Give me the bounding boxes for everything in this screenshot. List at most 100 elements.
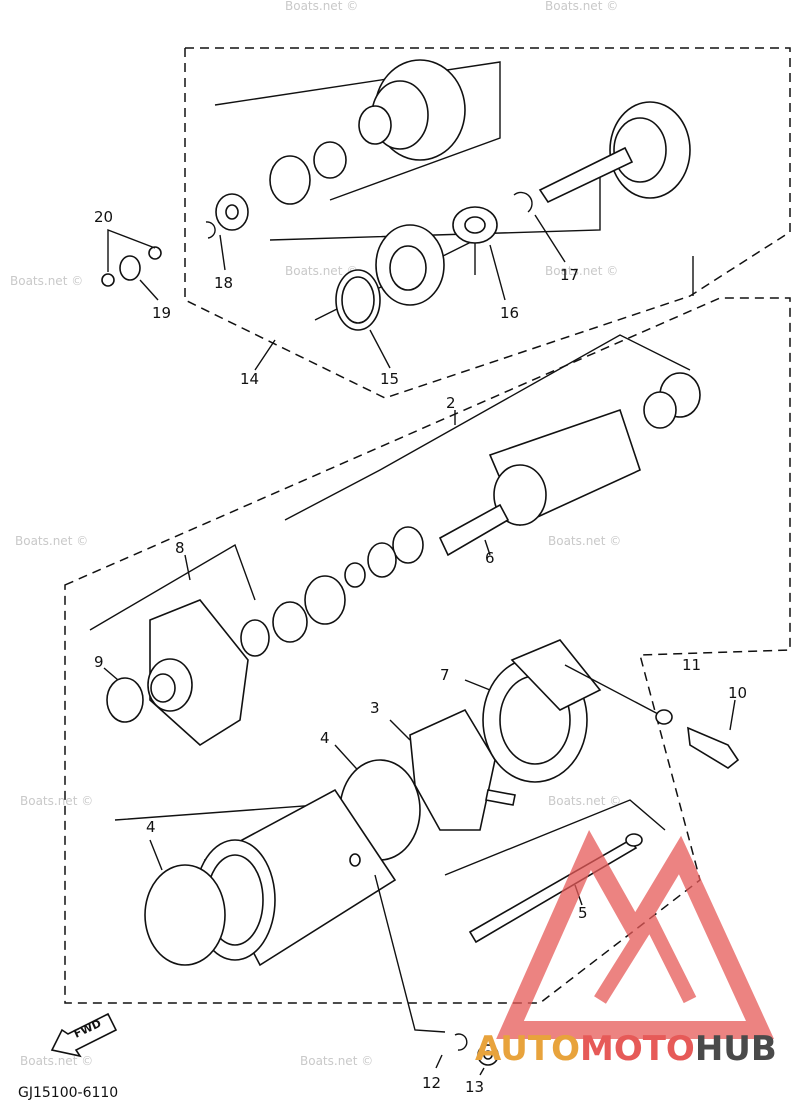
watermark-text: Boats.net © — [285, 0, 358, 13]
armature-assembly — [240, 334, 701, 657]
rear-cover-assembly — [389, 639, 740, 831]
o-ring-4-front — [144, 864, 226, 966]
callout-19: 19 — [152, 304, 171, 322]
brand-mark-icon — [496, 829, 775, 1039]
bearing-plate — [304, 575, 346, 625]
clutch-assembly — [101, 59, 691, 371]
brand-text: AUTOMOTOHUB — [475, 1029, 777, 1069]
leader-line — [269, 175, 601, 241]
watermark-text: Boats.net © — [20, 794, 93, 808]
armature-face — [493, 464, 547, 526]
callout-17: 17 — [560, 266, 579, 284]
leader-7 — [464, 679, 491, 691]
watermark-text: Boats.net © — [285, 264, 358, 278]
leader-14 — [254, 339, 276, 371]
rear-cover-ear — [510, 639, 602, 711]
armature-shaft — [438, 503, 510, 557]
forward-indicator: FWD — [50, 1012, 118, 1058]
yoke-hole — [349, 853, 361, 867]
watermark-text: Boats.net © — [15, 534, 88, 548]
front-cover — [89, 543, 256, 746]
leader-10 — [729, 699, 736, 731]
leader-3 — [389, 719, 411, 741]
washer-upper-2 — [643, 391, 677, 429]
callout-11: 11 — [682, 656, 701, 674]
brand-part-hub: HUB — [695, 1029, 777, 1069]
callout-6: 6 — [485, 549, 495, 567]
washer-11 — [655, 709, 673, 725]
callout-labels: 2 3 4 4 5 6 7 8 9 10 11 12 13 14 15 16 1… — [94, 208, 747, 1096]
washer-c — [344, 562, 366, 588]
leader-12b — [435, 1054, 443, 1069]
watermark-text: Boats.net © — [10, 274, 83, 288]
collar — [269, 155, 311, 205]
front-cover-hole — [150, 673, 176, 703]
callout-5: 5 — [578, 904, 588, 922]
callout-15: 15 — [380, 370, 399, 388]
callout-14: 14 — [240, 370, 259, 388]
watermark-text: Boats.net © — [545, 0, 618, 13]
watermark-text: Boats.net © — [548, 794, 621, 808]
through-bolt-head — [625, 833, 643, 847]
leader-17 — [534, 214, 566, 263]
leader-18 — [219, 234, 226, 271]
fwd-arrow-icon — [50, 1012, 118, 1058]
washer-a — [392, 526, 424, 564]
callout-18: 18 — [214, 274, 233, 292]
leader-9 — [103, 667, 119, 681]
callout-4: 4 — [146, 818, 156, 836]
leader-19 — [139, 279, 159, 301]
watermark-text: Boats.net © — [300, 1054, 373, 1068]
leader-12 — [374, 874, 446, 1033]
leader-6 — [484, 539, 491, 556]
ring-15-inner — [341, 276, 375, 324]
oneway-clutch-inner — [389, 245, 427, 291]
nut-13-hole — [483, 1050, 493, 1060]
leader-line — [89, 543, 256, 631]
callout-12: 12 — [422, 1074, 441, 1092]
diagram-code: GJ15100-6110 — [18, 1085, 118, 1101]
watermark-text: Boats.net © — [20, 1054, 93, 1068]
bottom-small-parts — [435, 1033, 499, 1076]
leader-line — [284, 334, 691, 521]
terminal-bolt — [485, 789, 516, 806]
brand-part-auto: AUTO — [475, 1029, 580, 1069]
leader-line — [214, 61, 501, 201]
callout-2: 2 — [446, 394, 456, 412]
washer-hole — [225, 204, 239, 220]
circlip-12 — [454, 1033, 468, 1051]
washer-20a — [101, 273, 115, 287]
starter-group-boundary — [64, 297, 791, 1004]
brush-holder-3 — [409, 708, 496, 831]
brand-part-moto: MOTO — [580, 1029, 695, 1069]
callout-8: 8 — [175, 539, 185, 557]
callout-10: 10 — [728, 684, 747, 702]
spring-19 — [119, 255, 141, 281]
bearing-8 — [240, 619, 270, 657]
leader-4a — [149, 839, 163, 871]
leader-8 — [184, 554, 191, 581]
clip-17 — [513, 191, 533, 213]
callout-16: 16 — [500, 304, 519, 322]
clutch-boss — [358, 105, 392, 145]
leader-11 — [564, 664, 661, 716]
group-boundaries — [64, 47, 791, 1004]
washer-20b — [148, 246, 162, 260]
clutch-group-boundary — [184, 47, 791, 399]
callout-7: 7 — [440, 666, 450, 684]
callout-13: 13 — [465, 1078, 484, 1096]
leader-16 — [489, 244, 506, 301]
pinion-shaft — [538, 146, 634, 204]
callout-4: 4 — [320, 729, 330, 747]
watermark-text: Boats.net © — [548, 534, 621, 548]
pinion-inner — [613, 117, 667, 183]
plate-16-hole — [464, 216, 486, 234]
leader-line — [444, 799, 666, 876]
leader-13 — [479, 1067, 485, 1076]
washer-b — [367, 542, 397, 578]
watermark-text: Boats.net © — [545, 264, 618, 278]
callout-3: 3 — [370, 699, 380, 717]
brand-logo: AUTOMOTOHUB — [475, 829, 777, 1069]
